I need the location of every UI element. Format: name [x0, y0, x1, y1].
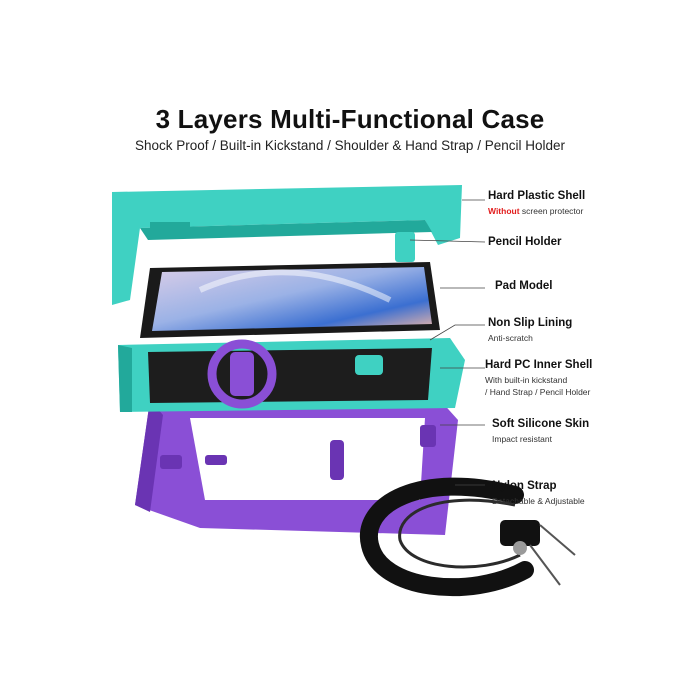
label-desc: Detachable & Adjustable [492, 496, 585, 506]
label-hard-pc-inner-shell: Hard PC Inner Shell With built-in kickst… [485, 359, 592, 397]
page-subtitle: Shock Proof / Built-in Kickstand / Shoul… [135, 138, 565, 153]
label-name: Pencil Holder [488, 236, 562, 248]
label-hard-plastic-shell: Hard Plastic Shell Without screen protec… [488, 190, 585, 217]
label-name: Nylon Strap [492, 480, 557, 492]
label-desc: Without screen protector [488, 206, 585, 217]
label-desc: Impact resistant [492, 434, 552, 444]
label-soft-silicone-skin: Soft Silicone Skin Impact resistant [492, 418, 589, 445]
highlight-text: Without [488, 206, 520, 216]
hard-plastic-shell [112, 185, 462, 305]
nylon-strap [359, 477, 576, 597]
hard-pc-inner-shell [118, 338, 465, 412]
label-pad-model: Pad Model [495, 280, 553, 292]
label-desc-2: / Hand Strap / Pencil Holder [485, 386, 591, 397]
label-name: Pad Model [495, 280, 553, 292]
pad-model [140, 262, 440, 338]
label-name: Hard PC Inner Shell [485, 359, 593, 371]
label-desc-rest: screen protector [519, 206, 584, 216]
label-pencil-holder: Pencil Holder [488, 236, 562, 248]
leader-lines [409, 199, 486, 486]
label-non-slip-lining: Non Slip Lining Anti-scratch [488, 317, 572, 344]
page-title: 3 Layers Multi-Functional Case [155, 104, 545, 134]
label-desc: Anti-scratch [488, 333, 533, 343]
label-name: Soft Silicone Skin [492, 418, 590, 430]
label-name: Non Slip Lining [488, 317, 573, 329]
label-desc: With built-in kickstand [485, 375, 568, 385]
label-nylon-strap: Nylon Strap Detachable & Adjustable [492, 480, 585, 507]
label-name: Hard Plastic Shell [488, 190, 586, 202]
